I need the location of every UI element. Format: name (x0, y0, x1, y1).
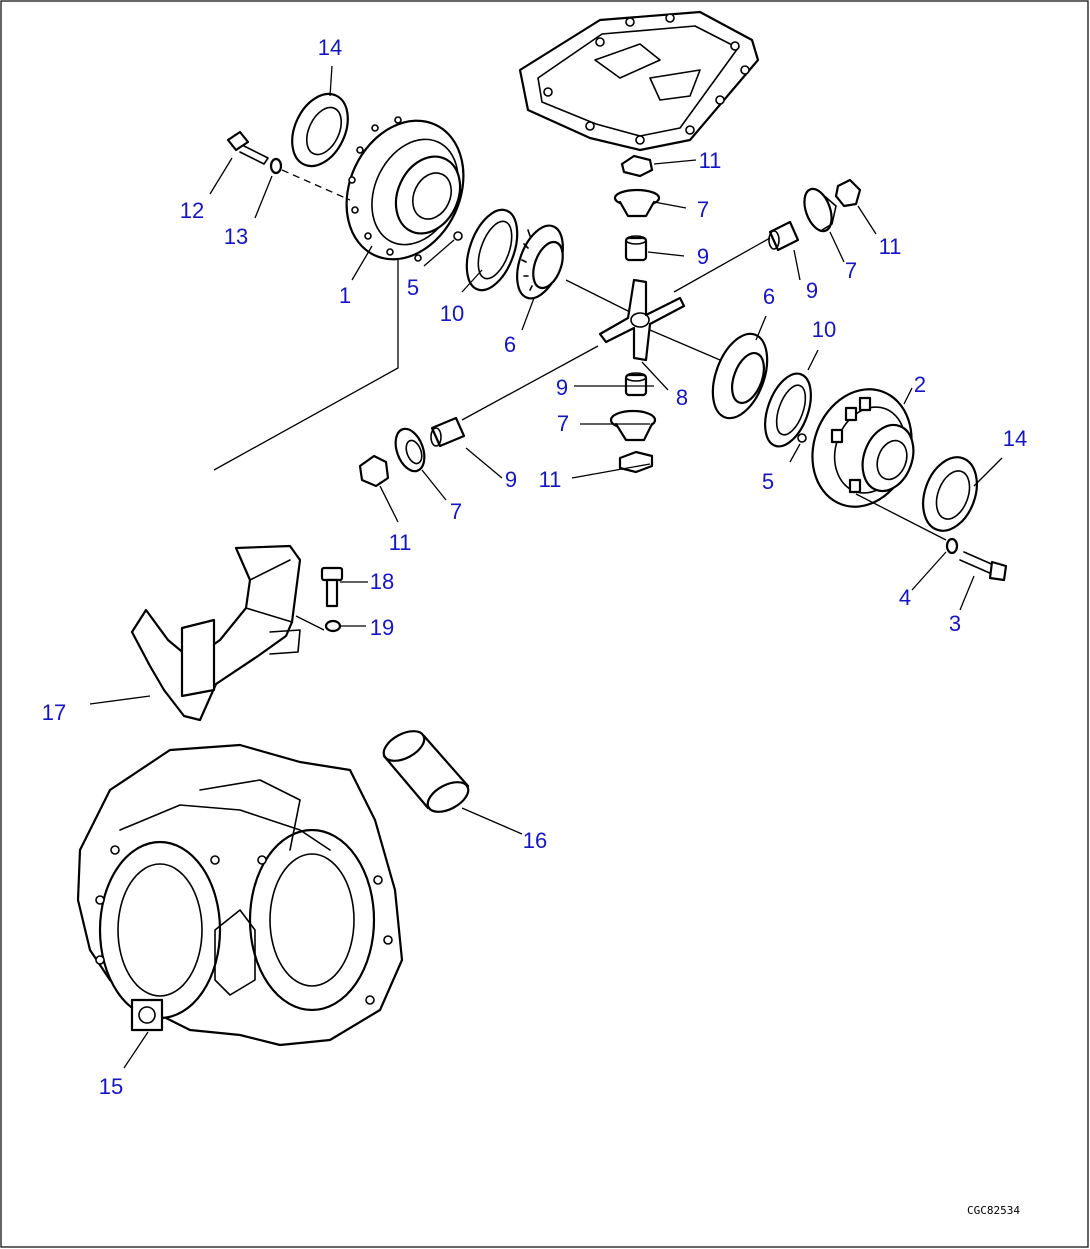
pinion-gear-7-bottom (609, 409, 657, 442)
washer-11-left (358, 454, 390, 488)
callout-12: 12 (180, 198, 204, 223)
oil-seal-right (922, 456, 978, 532)
callout-18: 18 (370, 569, 394, 594)
differential-case-left (345, 116, 465, 262)
callout-8: 8 (676, 385, 688, 410)
callout-14-left: 14 (318, 35, 342, 60)
callout-19: 19 (370, 615, 394, 640)
callout-13: 13 (224, 224, 248, 249)
callout-9-top: 9 (697, 244, 709, 269)
callout-11-bottom: 11 (539, 467, 562, 492)
washer-11-right (834, 178, 862, 208)
callout-6-right: 6 (763, 284, 775, 309)
bolt-3 (959, 551, 1008, 582)
callout-15: 15 (99, 1074, 123, 1099)
cover-plate (518, 10, 760, 152)
callout-6-left: 6 (504, 332, 516, 357)
washer-4 (945, 537, 959, 555)
pinion-gear-7-top (613, 188, 661, 218)
pin-5-right (797, 433, 807, 443)
spider-cross (598, 278, 686, 362)
callout-5-left: 5 (407, 275, 419, 300)
callout-1: 1 (339, 283, 351, 308)
callout-labels: 14 12 13 1 5 10 6 11 7 9 11 7 9 6 10 2 1… (42, 35, 1027, 1099)
bushing-9-bottom (624, 372, 648, 397)
callout-11-left: 11 (389, 530, 412, 555)
washer-19 (324, 619, 342, 633)
washer-11-top (620, 154, 654, 178)
washer-11-bottom (618, 450, 654, 474)
callout-7-left: 7 (450, 499, 462, 524)
callout-9-right: 9 (806, 278, 818, 303)
callout-11-right: 11 (879, 234, 902, 259)
thrust-washer-right (764, 372, 812, 448)
bushing-9-right (768, 220, 800, 252)
callout-17: 17 (42, 700, 66, 725)
side-gear-left (516, 224, 564, 300)
bushing-9-top (624, 235, 648, 262)
pinion-gear-7-right (803, 187, 837, 233)
bolt-12 (226, 130, 269, 165)
callout-9-left: 9 (505, 467, 517, 492)
drawing-id: CGC82534 (967, 1204, 1020, 1217)
bolt-18 (320, 566, 344, 608)
pin-5-left (453, 231, 463, 241)
washer-13 (269, 157, 283, 175)
callout-7-right: 7 (845, 258, 857, 283)
callout-16: 16 (523, 828, 547, 853)
callout-11-top: 11 (699, 148, 722, 173)
callout-2: 2 (914, 372, 926, 397)
callout-9-bottom: 9 (556, 375, 568, 400)
side-gear-right (711, 332, 769, 420)
callout-5-right: 5 (762, 469, 774, 494)
leader-lines (89, 65, 1003, 1069)
guard-17 (130, 544, 302, 722)
callout-14-right: 14 (1003, 426, 1027, 451)
sleeve-16 (382, 730, 470, 813)
oil-seal-left (291, 92, 349, 168)
differential-case-right (811, 388, 915, 508)
callout-7-bottom: 7 (557, 411, 569, 436)
callout-10-left: 10 (440, 301, 464, 326)
axle-housing-15 (76, 743, 404, 1047)
callout-7-top: 7 (697, 197, 709, 222)
pinion-gear-7-left (394, 427, 426, 473)
bushing-9-left (430, 416, 466, 448)
callout-10-right: 10 (812, 317, 836, 342)
callout-3: 3 (949, 611, 961, 636)
callout-4: 4 (899, 585, 911, 610)
